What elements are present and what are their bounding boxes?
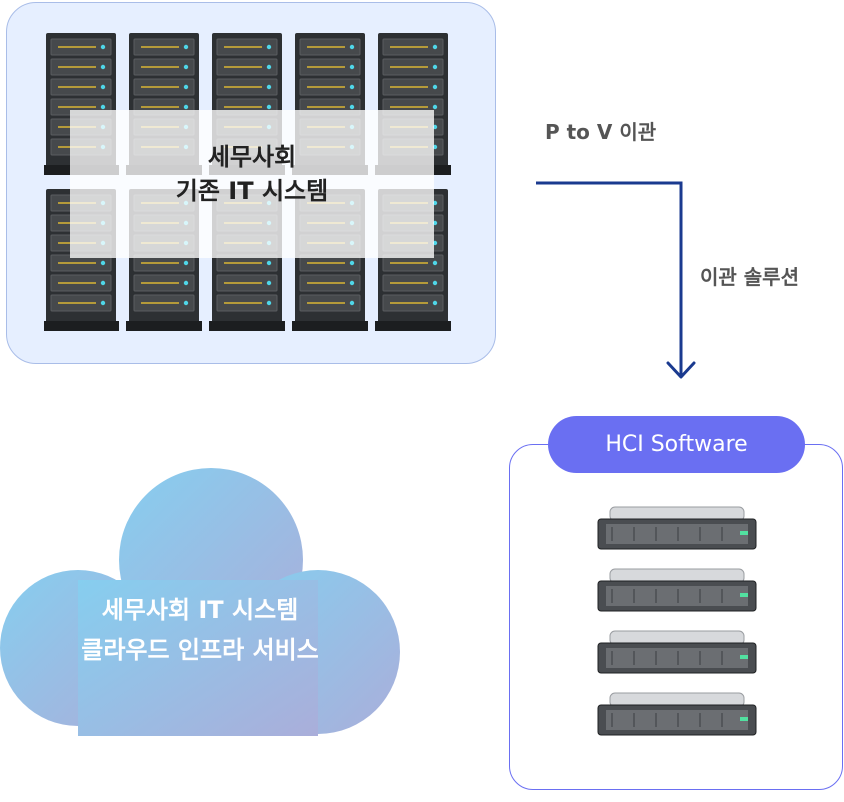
legacy-system-label: 세무사회 기존 IT 시스템 [70,140,434,208]
p-to-v-label: P to V 이관 [545,120,657,144]
legacy-label-overlay [70,110,434,258]
migration-solution-label: 이관 솔루션 [700,265,799,289]
hci-server-unit [597,630,757,674]
migration-arrow-path [536,181,683,375]
legacy-system-line2: 기존 IT 시스템 [175,177,329,205]
migration-arrow-head [666,361,696,379]
legacy-system-line1: 세무사회 [207,143,297,171]
hci-server-unit [597,692,757,736]
migration-arrow [536,181,696,379]
cloud-service-label: 세무사회 IT 시스템 클라우드 인프라 서비스 [20,590,380,670]
cloud-shape [0,468,400,736]
hci-server-stack [597,506,757,736]
hci-server-unit [597,506,757,550]
cloud-service-line1: 세무사회 IT 시스템 [101,596,299,624]
hci-server-unit [597,568,757,612]
cloud-service-line2: 클라우드 인프라 서비스 [81,636,319,664]
hci-software-badge: HCI Software [548,416,805,473]
